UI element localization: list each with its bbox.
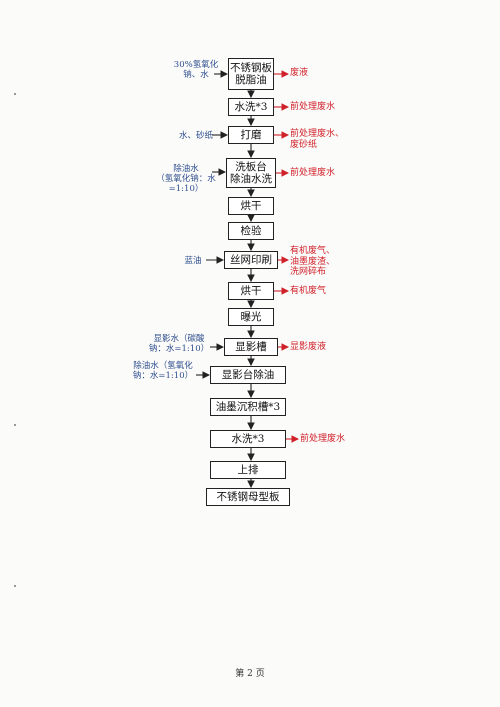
step-polish: 打磨 [228,126,274,144]
step-develop-tank: 显影槽 [224,338,278,356]
step-exposure: 曝光 [228,308,274,326]
binding-hole-mark [14,585,16,587]
input-blue-ink: 蓝油 [184,256,202,266]
output-organic-gas: 有机废气 [290,286,327,296]
input-degrease-water-2: 除油水（氢氧化 钠：水=1:10） [132,361,194,381]
output-waste-liquid: 废液 [290,68,309,78]
step-loading: 上排 [210,461,286,479]
output-pretreat-water-1: 前处理废水 [290,102,336,112]
step-rinse-2: 水洗*3 [210,430,286,448]
step-rinse-1: 水洗*3 [228,98,274,116]
output-pretreat-water-sandpaper: 前处理废水、 废砂纸 [290,129,345,150]
step-develop-degrease: 显影台除油 [210,366,286,384]
input-water-sandpaper: 水、砂纸 [178,131,213,141]
input-degrease-water-1: 除油水 （氢氧化钠：水=1:10） [156,164,216,194]
input-naoh-water: 30%氢氧化 钠、水 [173,60,219,80]
binding-hole-mark [14,93,16,95]
step-final-product: 不锈钢母型板 [206,488,290,506]
binding-hole-mark [14,424,16,426]
output-organic-gas-ink-waste: 有机废气、 油墨废渣、 洗网碎布 [290,246,336,277]
step-degrease: 不锈钢板 脱脂油 [228,58,274,90]
step-wash-table: 洗板台 除油水洗 [226,158,276,188]
step-inspect: 检验 [228,222,274,240]
output-pretreat-water-2: 前处理废水 [290,168,336,178]
step-dry-1: 烘干 [228,197,274,215]
step-ink-deposit: 油墨沉积槽*3 [210,398,286,416]
step-screen-print: 丝网印刷 [224,251,278,269]
step-dry-2: 烘干 [228,282,274,300]
input-developer: 显影水（碳酸 钠：水=1:10） [148,334,210,354]
output-developer-waste: 显影废液 [290,342,327,352]
page-number: 第 2 页 [235,669,265,679]
output-pretreat-water-3: 前处理废水 [300,434,346,444]
